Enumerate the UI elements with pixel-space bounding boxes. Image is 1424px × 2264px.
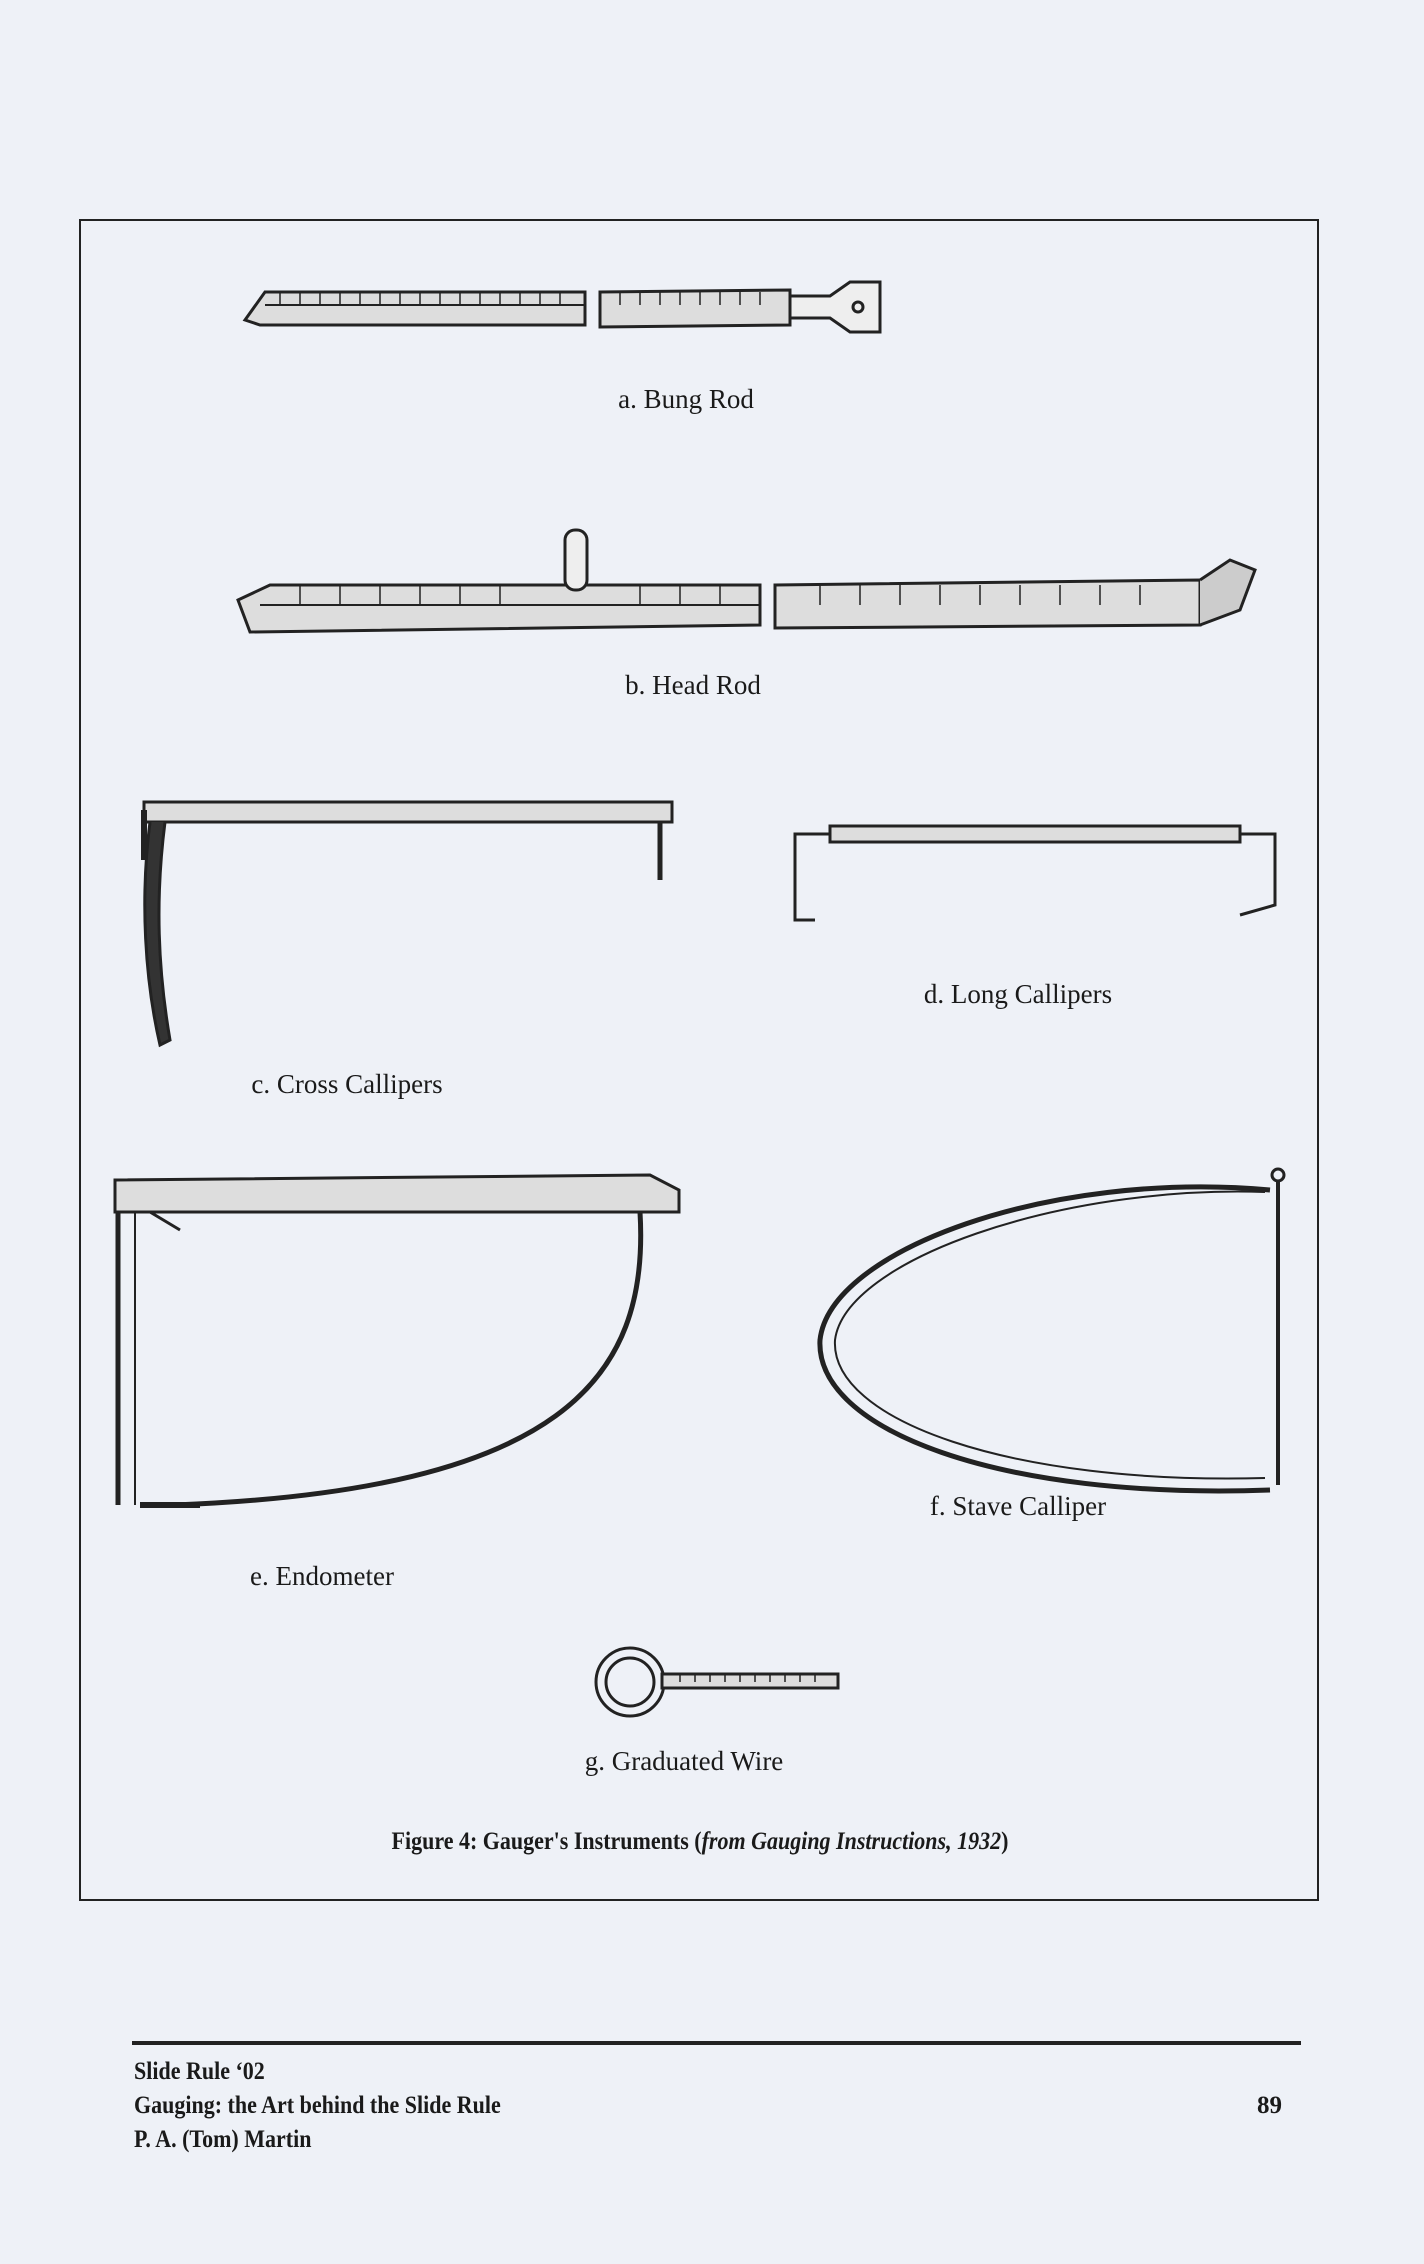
footer-author: P. A. (Tom) Martin [134, 2126, 312, 2153]
caption-end: ) [1001, 1828, 1009, 1855]
label-stave-calliper: f. Stave Calliper [929, 1491, 1107, 1521]
footer-title: Gauging: the Art behind the Slide Rule [134, 2092, 501, 2119]
figure-frame [79, 219, 1319, 1901]
graduated-wire-drawing [594, 1646, 840, 1718]
stave-calliper-drawing [817, 1167, 1286, 1494]
label-endometer: e. Endometer [250, 1561, 394, 1591]
caption-main: Figure 4: Gauger's Instruments ( [391, 1828, 702, 1855]
label-long-callipers: d. Long Callipers [923, 979, 1113, 1009]
label-head-rod: b. Head Rod [625, 670, 761, 700]
caption-source: from Gauging Instructions, 1932 [701, 1828, 1002, 1855]
head-rod-drawing [236, 528, 1257, 634]
label-graduated-wire: g. Graduated Wire [584, 1746, 784, 1776]
footer-conference: Slide Rule ‘02 [134, 2058, 265, 2085]
long-callipers-drawing [793, 824, 1277, 922]
footer-rule [132, 2041, 1301, 2045]
label-bung-rod: a. Bung Rod [618, 384, 754, 414]
endometer-drawing [113, 1173, 681, 1508]
page-number: 89 [1257, 2092, 1282, 2119]
cross-callipers-drawing [141, 800, 674, 1048]
figure-caption: Figure 4: Gauger's Instruments (from Gau… [392, 1828, 1009, 1856]
bung-rod-drawing [242, 280, 882, 334]
label-cross-callipers: c. Cross Callipers [251, 1069, 443, 1099]
